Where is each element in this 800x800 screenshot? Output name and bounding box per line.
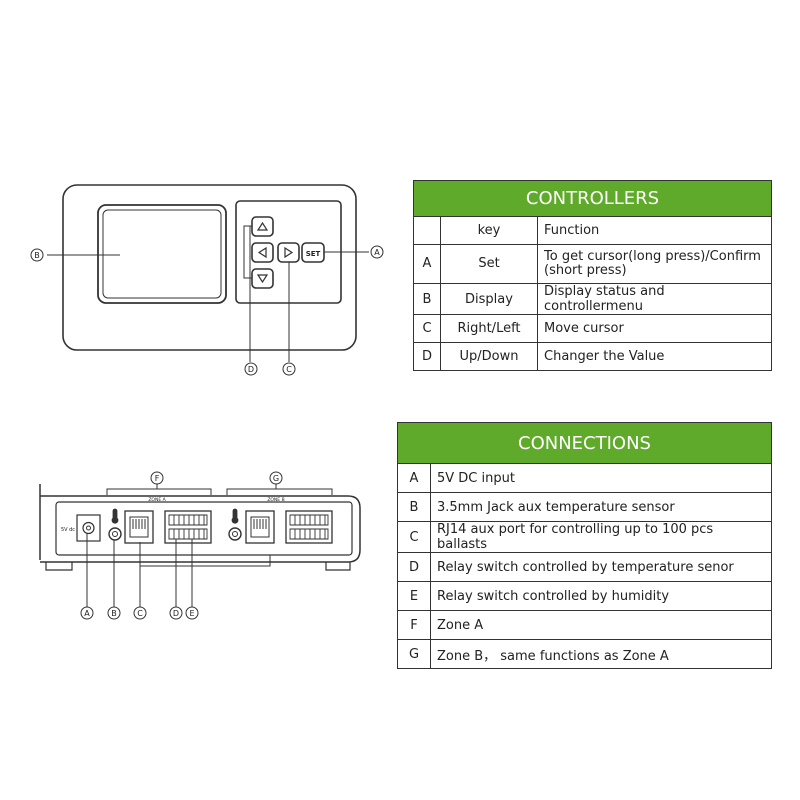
connections-table: CONNECTIONS A 5V DC input B 3.5mm Jack a… [397,422,772,669]
rj14-port-a[interactable] [124,510,154,544]
up-arrow-icon [256,221,269,231]
zone-a-label: ZONE A [148,497,166,503]
zone-a-bracket [106,488,212,495]
zone-b-thermometer-icon [231,508,239,524]
aux-jack-a[interactable] [108,527,122,541]
zone-a-thermometer-icon [111,508,119,524]
table-row: A Set To get cursor(long press)/Confirm … [413,244,772,284]
table-row: A 5V DC input [397,463,772,493]
callout-up-down: D [248,365,254,374]
callout-set: A [374,248,380,257]
header-function: Function [537,216,772,245]
callout-rj14: C [137,609,143,618]
up-key[interactable] [251,216,274,237]
display-inner [102,209,222,299]
zone-b-label: ZONE B [267,497,284,503]
front-panel [30,184,384,376]
table-row: E Relay switch controlled by humidity [397,581,772,611]
table-row: D Up/Down Changer the Value [413,342,772,371]
callout-circle-a [370,245,384,259]
callout-relay-temp: D [173,609,179,618]
table-row: B Display Display status and controllerm… [413,283,772,315]
display-screen [97,204,227,304]
connections-title: CONNECTIONS [397,422,772,464]
callout-zone-a: F [155,474,160,483]
power-label: 5V dc [61,527,75,533]
callout-display: B [34,251,40,260]
power-jack[interactable] [82,521,95,535]
callout-circle-b [30,248,44,262]
down-key[interactable] [251,268,274,289]
set-key-label: SET [306,250,321,258]
callout-relay-humidity: E [189,609,194,618]
left-arrow-icon [257,246,267,259]
down-arrow-icon [256,274,269,284]
table-row: C Right/Left Move cursor [413,314,772,343]
right-key[interactable] [277,242,300,263]
header-key: key [440,216,538,245]
right-arrow-icon [284,246,294,259]
table-row: D Relay switch controlled by temperature… [397,552,772,582]
aux-jack-b[interactable] [228,527,242,541]
power-jack-housing [76,514,101,542]
back-panel [39,471,361,620]
callout-circle-d [244,362,258,376]
controllers-title: CONTROLLERS [413,180,772,217]
callout-power: A [84,609,90,618]
callout-right-left: C [286,365,292,374]
table-row: F Zone A [397,610,772,640]
callout-aux-jack: B [111,609,117,618]
front-panel-body [62,184,357,351]
back-panel-face [55,501,353,556]
rj14-port-b[interactable] [245,510,275,544]
callout-circle-c [282,362,296,376]
table-row: G Zone B， same functions as Zone A [397,639,772,669]
left-key[interactable] [251,242,274,263]
relay-terminal-b[interactable] [285,510,333,544]
table-row: B 3.5mm Jack aux temperature sensor [397,492,772,522]
relay-terminal-a[interactable] [164,510,212,544]
controllers-header-row: key Function [413,216,772,245]
callout-zone-b: G [273,474,279,483]
controllers-table: CONTROLLERS key Function A Set To get cu… [413,180,772,371]
table-row: C RJ14 aux port for controlling up to 10… [397,521,772,553]
zone-b-bracket [226,488,333,495]
